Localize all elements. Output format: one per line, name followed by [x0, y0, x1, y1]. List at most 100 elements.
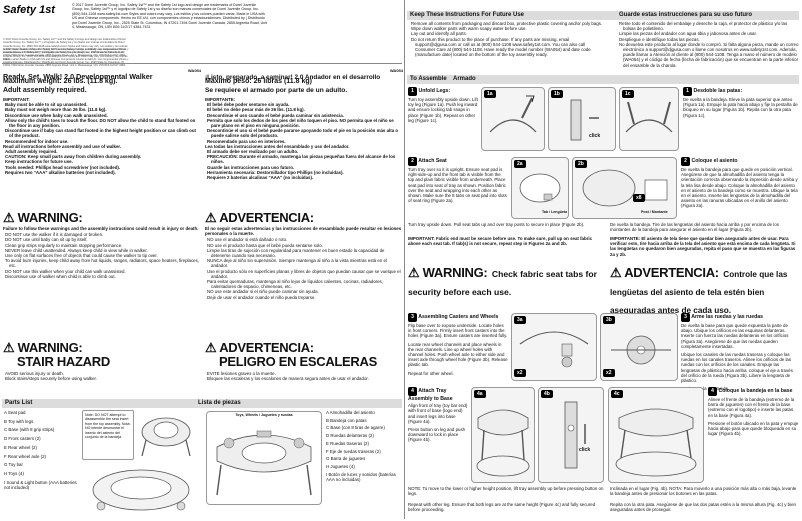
fig-label: 1c: [622, 90, 634, 98]
part-item: I Sound & Light button (AAA batteries no…: [4, 479, 77, 490]
fig-label: 2b: [575, 160, 587, 168]
fig-4c: 4c: [608, 387, 704, 483]
part-item: H Toys (4): [4, 470, 24, 476]
es-warning-item: Para evitar quemaduras, mantenga al niño…: [207, 279, 383, 290]
step-4-es-text: Alinee el frente de la bandeja (extremo …: [708, 397, 795, 418]
es-warning-title: ⚠ ADVERTENCIA:: [205, 211, 403, 225]
leg-button-icon: [564, 401, 586, 469]
es-adult-assembly: Se requiere el armado por parte de un ad…: [205, 87, 348, 94]
es-important-item: El bebé no debe pesar más de 26 lbs. (11…: [207, 107, 305, 113]
step-3-es-title: Arme las ruedas y las ruedas: [691, 314, 764, 320]
step-number: 4: [708, 387, 717, 396]
parts-title-es: Lista de piezas: [198, 400, 241, 406]
en-note-item: Adult assembly required.: [5, 149, 58, 155]
part-item: G Toy bar: [4, 462, 23, 468]
es-model: WA054: [389, 68, 403, 73]
en-model: WA054: [187, 68, 201, 73]
en-adult-assembly: Adult assembly required.: [3, 87, 87, 94]
wheel-axle-icon: [611, 335, 671, 365]
part-item-es: C Base (con 8 tiras de agarre): [326, 425, 385, 431]
step-1-text: Turn toy assembly upside down. Lift toy …: [408, 97, 478, 123]
warn2-en-title-text: WARNING:: [422, 265, 488, 280]
fig-label: 3a: [514, 316, 526, 324]
en-stair-title: ⚠ WARNING:: [3, 341, 201, 355]
part-item-es: B Bandeja con patas: [326, 417, 367, 423]
copyright-text: © 2017 Dorel Juvenile Group, Inc. Safety…: [72, 3, 267, 30]
logo-text: Safety 1st: [3, 4, 55, 16]
fig-label: 4c: [611, 390, 623, 398]
es-note-item: El armado debe ser realizado por un adul…: [207, 149, 299, 155]
warning-icon: ⚠: [3, 210, 15, 225]
step-1-es-title: Desdoble las patas:: [693, 88, 743, 94]
toys-label: Toys, Wheels / Juguetes y ruedas: [235, 413, 293, 417]
step-2-important: IMPORTANT: Fabric end must be secure bef…: [408, 236, 593, 247]
step-3-title: Assembling Casters and Wheels: [418, 314, 499, 320]
step-2-es-important: IMPORTANTE: El asiento de tela tiene que…: [610, 236, 796, 257]
step-number: 2: [681, 157, 690, 166]
fig-label: 1b: [551, 90, 563, 98]
warn2-es-title: ⚠ ADVERTENCIA:: [610, 265, 719, 280]
en-stair-warning: ⚠ WARNING: STAIR HAZARD AVOID serious in…: [3, 341, 201, 382]
step-2-text-2: Turn tray upside down. Pull seat tabs up…: [408, 222, 585, 227]
en-important-item: Baby must be able to sit up unassisted.: [5, 102, 88, 108]
part-item-es: I Botón de luces y sonidos (baterías AAA…: [326, 471, 396, 482]
warn2-en-body: Check fabric seat tabs for security befo…: [408, 269, 597, 297]
step-number: 4: [408, 387, 417, 396]
en-max-weight: Maximum weight: 26 lbs. (11.8 kg).: [3, 78, 118, 85]
en-important-item: Allow only the child's toes to touch the…: [5, 117, 196, 129]
warning-icon: ⚠: [610, 265, 622, 280]
step-3-en: 3 Assembling Casters and Wheels Flip bas…: [408, 313, 508, 376]
step-1-en: 1 Unfold Legs: Turn toy assembly upside …: [408, 87, 478, 123]
en-title-row: Ready, Set, Walk! 2.0 Developmental Walk…: [3, 66, 201, 81]
x2-badge: x2: [514, 369, 526, 377]
es-note-item: PRECAUCIÓN: Durante el armado, mantenga …: [207, 154, 396, 165]
part-item: A Seat pad: [4, 410, 26, 415]
center-divider: [404, 0, 405, 519]
fig-1a: 1a: [481, 87, 545, 151]
step-number: 2: [408, 157, 417, 166]
fig-3a: 3a x2: [511, 313, 597, 381]
en-important-label: IMPORTANT:: [3, 97, 30, 102]
post-label: Post / Montante: [641, 210, 668, 214]
es-important-item: El bebé debe poder sentarse sin ayuda.: [207, 102, 290, 108]
warn2-es-title-text: ADVERTENCIA:: [624, 265, 719, 280]
es-warning-item: NO use el andador si está dañado o roto.: [207, 237, 288, 243]
en-important-item: Recommended for indoor use.: [5, 138, 69, 144]
en-warning-item: Discontinue use of walker when child is …: [5, 273, 116, 279]
part-item-es: G Barra de juguetes: [326, 456, 366, 462]
en-warning-item: DO NOT use the walker if it is damaged o…: [5, 232, 104, 238]
step-4-es-note: Inclinada en el lugar (Fig. 4b). NOTA: P…: [610, 486, 797, 497]
step-4-es-text-2: Presione el botón ubicado en la pata y e…: [708, 420, 799, 437]
tray-upside-icon: [625, 101, 673, 133]
en-warning-item: DO NOT use until baby can sit up by itse…: [5, 237, 88, 243]
warning-icon: ⚠: [205, 340, 217, 355]
en-note-item: Tools needed: Phillips head screwdriver …: [5, 164, 121, 170]
toys-box: Toys, Wheels / Juguetes y ruedas: [206, 411, 322, 505]
es-title-row: ¡Listo, preparado, a caminar! 2.0 Andado…: [205, 66, 403, 81]
fig-label: 2a: [514, 160, 526, 168]
tray-leg-icon: [489, 95, 537, 133]
divider: [2, 63, 402, 64]
step-4-es-repeat: Repita con la otra pata. Asegúrese de qu…: [610, 502, 796, 513]
keep-title-es: Guarde estas instrucciones para su uso f…: [619, 12, 753, 18]
keep-item: Remove all contents from packaging and d…: [411, 21, 603, 26]
es-important-item: Permita que solo los dedos de los pies d…: [207, 117, 394, 129]
es-stair-item: Bloquee las escaleras y los escalones de…: [207, 376, 369, 382]
part-item: B Toy with legs: [4, 418, 34, 424]
step-3-text-3: Repeat for other wheel.: [408, 370, 454, 376]
parts-title-en: Parts List: [5, 400, 33, 406]
step-4-text-2: Press button on leg and push downward to…: [408, 427, 466, 443]
en-stair-title-text: WARNING:: [17, 340, 83, 355]
click-label: click: [579, 447, 591, 453]
en-stair-item: AVOID serious injury or death.: [5, 371, 64, 376]
parts-note-text: Note: DO NOT attempt to disassemble the …: [85, 413, 131, 440]
en-warning-item: NEVER leave child unattended. Always kee…: [5, 247, 148, 253]
address-small-2: © 2017 Dorel Juvenile Group, Inc. Safety…: [3, 48, 129, 68]
en-note-item: Keep instructions for future use.: [5, 159, 73, 165]
step-4-text: Align front of tray (toy bar end) with f…: [408, 403, 468, 424]
step-number: 1: [408, 87, 417, 96]
keep-item: Do not return this product to the place …: [411, 36, 591, 58]
fig-label: 4a: [474, 390, 486, 398]
step-3-es-text-3: Repita con la otra rueda.: [681, 386, 730, 392]
address-block: © 2017 Dorel Juvenile Group, Inc. Safety…: [3, 38, 129, 62]
